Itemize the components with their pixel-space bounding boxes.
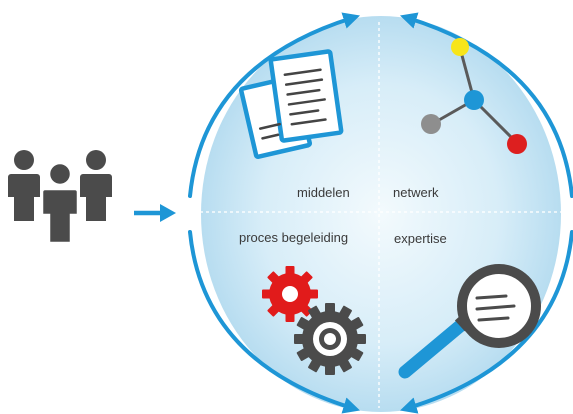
label-netwerk: netwerk <box>393 185 439 200</box>
arrow-bottom-left <box>188 230 361 414</box>
label-proces-begeleiding: proces begeleiding <box>239 230 348 245</box>
cycle-arrows <box>188 12 573 414</box>
arrow-bottom-right <box>399 230 573 414</box>
arrow-top-left <box>188 12 361 198</box>
node-gray <box>421 114 441 134</box>
gear-gray <box>294 303 366 375</box>
people-group-icon <box>8 150 112 245</box>
network-nodes-icon <box>421 38 527 154</box>
node-red <box>507 134 527 154</box>
arrow-top-right <box>399 12 573 198</box>
node-blue <box>464 90 484 110</box>
central-circle <box>201 16 561 412</box>
label-middelen: middelen <box>297 185 350 200</box>
node-yellow <box>451 38 469 56</box>
gears-icon <box>262 266 366 375</box>
gear-red <box>262 266 318 322</box>
magnifying-glass-icon <box>398 264 541 379</box>
documents-icon <box>238 49 344 160</box>
arrow-right-icon <box>134 204 176 222</box>
label-expertise: expertise <box>394 231 447 246</box>
